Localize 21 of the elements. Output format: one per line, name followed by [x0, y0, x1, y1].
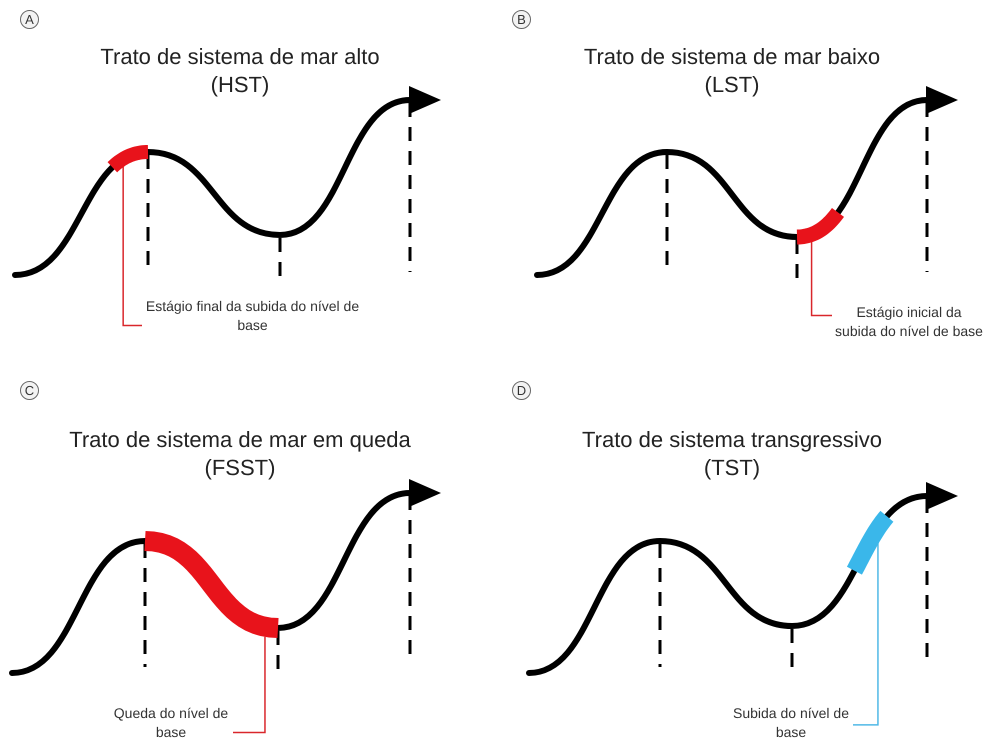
leader-line [810, 242, 832, 316]
panel-letter: A [20, 10, 39, 29]
highlighted-curve-segment [142, 531, 280, 638]
panel-abbreviation: (HST) [210, 72, 270, 98]
annotation-text: Estágio final da subida do nível de base [145, 297, 360, 335]
panel-title: Trato de sistema de mar alto [99, 44, 381, 70]
panel-letter: C [20, 381, 39, 400]
panel-letter: B [512, 10, 531, 29]
panel-title: Trato de sistema de mar em queda [68, 427, 412, 453]
panel-letter: D [512, 381, 531, 400]
leader-line [233, 636, 266, 734]
highlighted-curve-segment [846, 510, 894, 577]
panel-title: Trato de sistema de mar baixo [582, 44, 882, 70]
panel-abbreviation: (FSST) [204, 455, 276, 481]
leader-line [122, 166, 142, 326]
annotation-text: Subida do nível de base [732, 704, 850, 742]
panel-abbreviation: (TST) [702, 455, 762, 481]
panel-abbreviation: (LST) [704, 72, 760, 98]
panel-title: Trato de sistema transgressivo [581, 427, 883, 453]
annotation-text: Queda do nível de base [112, 704, 230, 742]
annotation-text: Estágio inicial da subida do nível de base [835, 303, 983, 341]
